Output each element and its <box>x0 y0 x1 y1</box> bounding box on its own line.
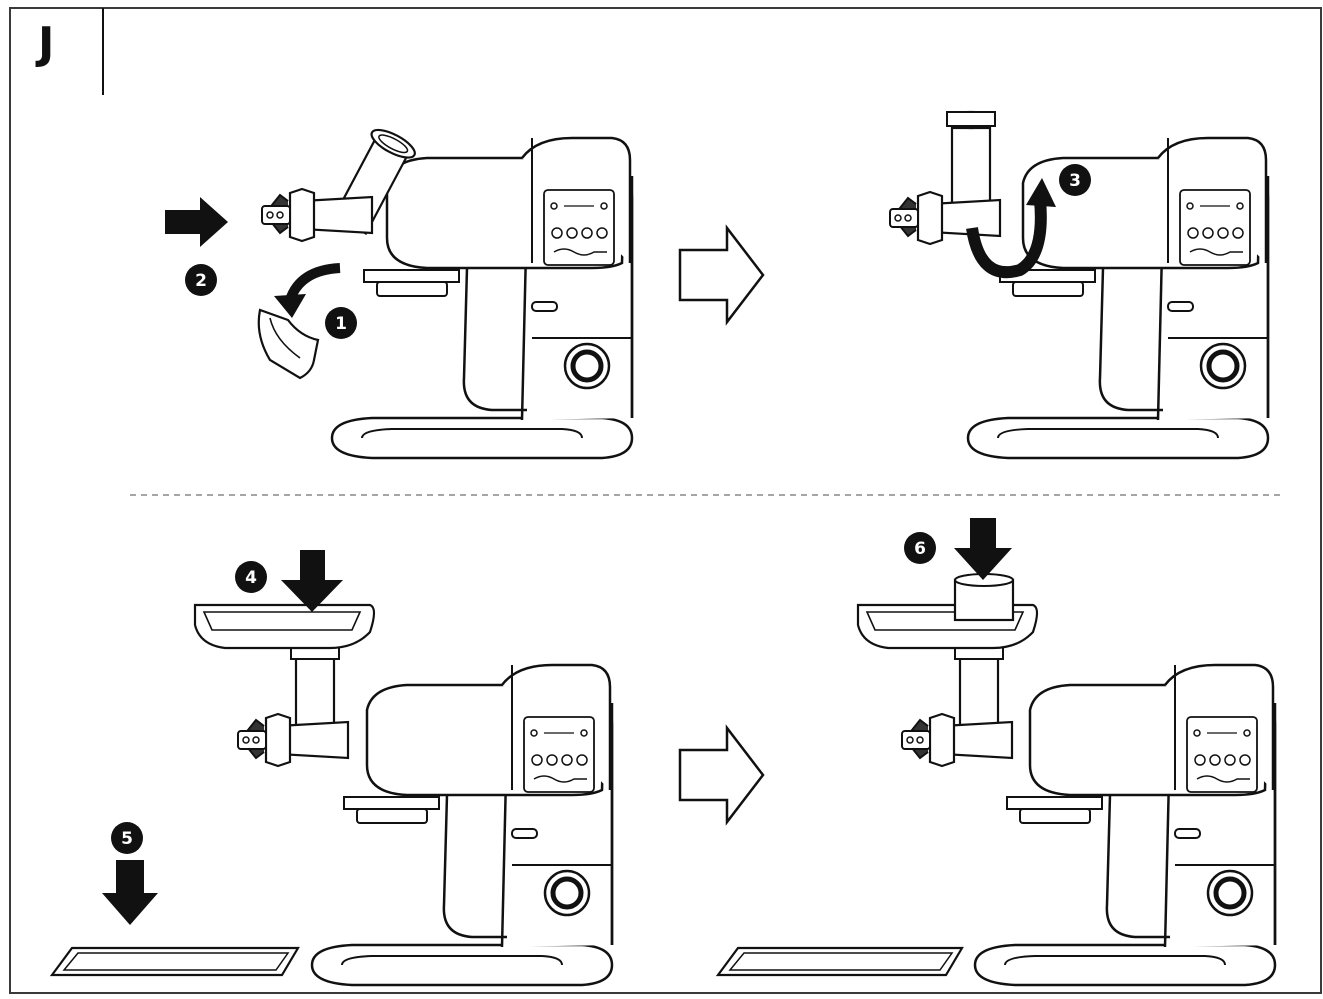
push-arrow <box>165 197 228 247</box>
step-number-5: 5 <box>121 829 133 849</box>
panel-bottom-left <box>49 550 612 985</box>
removed-cover <box>257 308 320 380</box>
step-badge-1: 1 <box>325 307 357 339</box>
page-frame <box>9 7 1322 994</box>
stand-mixer-illustration <box>975 665 1275 985</box>
next-arrow-top <box>678 224 765 326</box>
step-badge-5: 5 <box>111 822 143 854</box>
catch-pan <box>715 946 964 977</box>
curved-arrow-remove <box>285 263 341 302</box>
step-number-2: 2 <box>195 271 207 291</box>
panel-top-right <box>888 110 1268 458</box>
down-arrow-tray <box>281 550 343 612</box>
catch-pan <box>49 946 300 977</box>
step-number-6: 6 <box>914 539 926 559</box>
stand-mixer-illustration <box>312 665 612 985</box>
step-badge-2: 2 <box>185 264 217 296</box>
section-letter: J <box>38 18 55 69</box>
down-arrow-pan <box>102 860 158 925</box>
step-number-1: 1 <box>335 314 347 334</box>
panel-top-left <box>165 128 632 458</box>
down-arrow-pusher <box>954 518 1012 580</box>
step-badge-4: 4 <box>235 561 267 593</box>
panel-bottom-right <box>715 518 1275 985</box>
step-number-3: 3 <box>1069 171 1081 191</box>
feed-tube-vertical <box>950 126 992 205</box>
food-tray <box>193 603 376 650</box>
step-badge-6: 6 <box>904 532 936 564</box>
next-arrow-bottom <box>678 724 765 826</box>
stand-mixer-illustration <box>968 138 1268 458</box>
rotate-arrow <box>966 199 1047 279</box>
step-badge-3: 3 <box>1059 164 1091 196</box>
step-number-4: 4 <box>245 568 257 588</box>
